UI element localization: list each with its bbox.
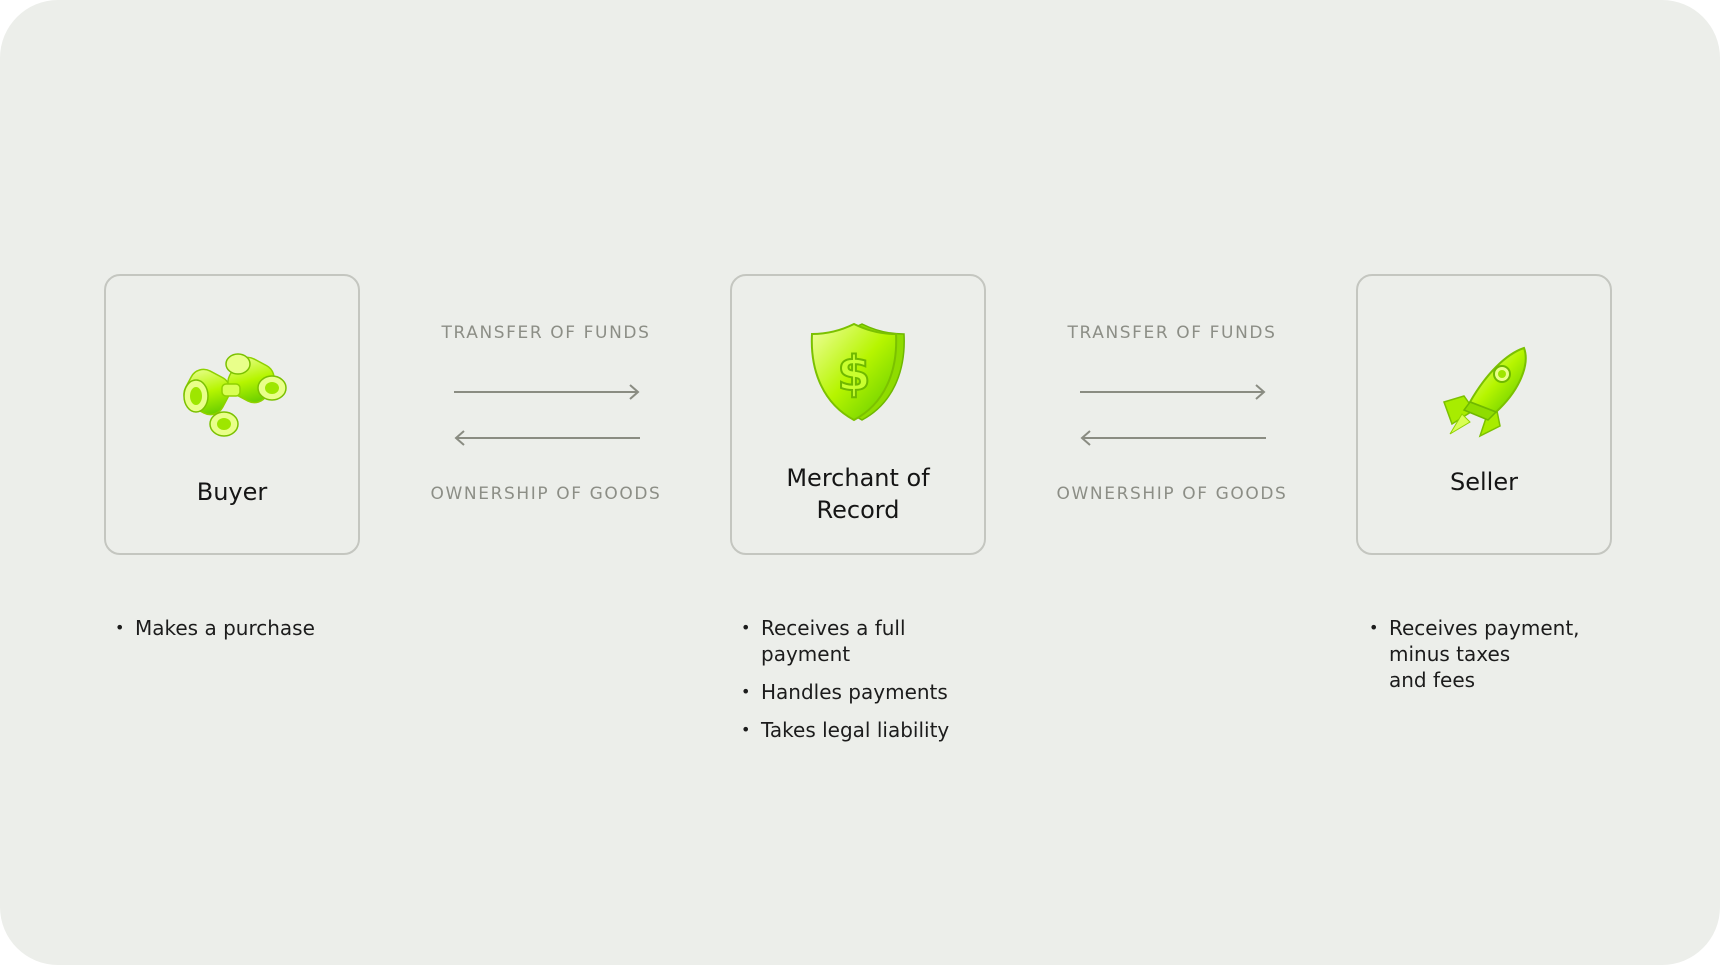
right-arrow-icon [1080,384,1266,400]
list-item: Receives payment, minus taxes and fees [1369,615,1580,693]
list-item: Receives a full payment [741,615,949,667]
merchant-label: Merchant of Record [786,464,930,524]
shield-dollar-icon: $ [810,322,905,422]
seller-bullets: Receives payment, minus taxes and fees [1369,615,1580,705]
list-item: Handles payments [741,679,949,705]
seller-card: Seller [1356,274,1612,555]
right-arrow-icon [454,384,640,400]
list-item: Takes legal liability [741,717,949,743]
seller-label: Seller [1450,468,1518,496]
binoculars-icon [183,353,287,437]
flow-2-bottom-label: OWNERSHIP OF GOODS [1056,484,1288,504]
flow-1-top-label: TRANSFER OF FUNDS [441,323,651,343]
rocket-icon [1443,346,1527,438]
left-arrow-icon [454,430,640,446]
flow-2-top-label: TRANSFER OF FUNDS [1067,323,1277,343]
merchant-bullets: Receives a full payment Handles payments… [741,615,949,755]
left-arrow-icon [1080,430,1266,446]
flow-1-bottom-label: OWNERSHIP OF GOODS [430,484,662,504]
list-item: Makes a purchase [115,615,315,641]
buyer-bullets: Makes a purchase [115,615,315,653]
buyer-card: Buyer [104,274,360,555]
buyer-label: Buyer [196,478,268,506]
merchant-card: $ Merchant of Record [730,274,986,555]
svg-text:$: $ [837,346,870,402]
